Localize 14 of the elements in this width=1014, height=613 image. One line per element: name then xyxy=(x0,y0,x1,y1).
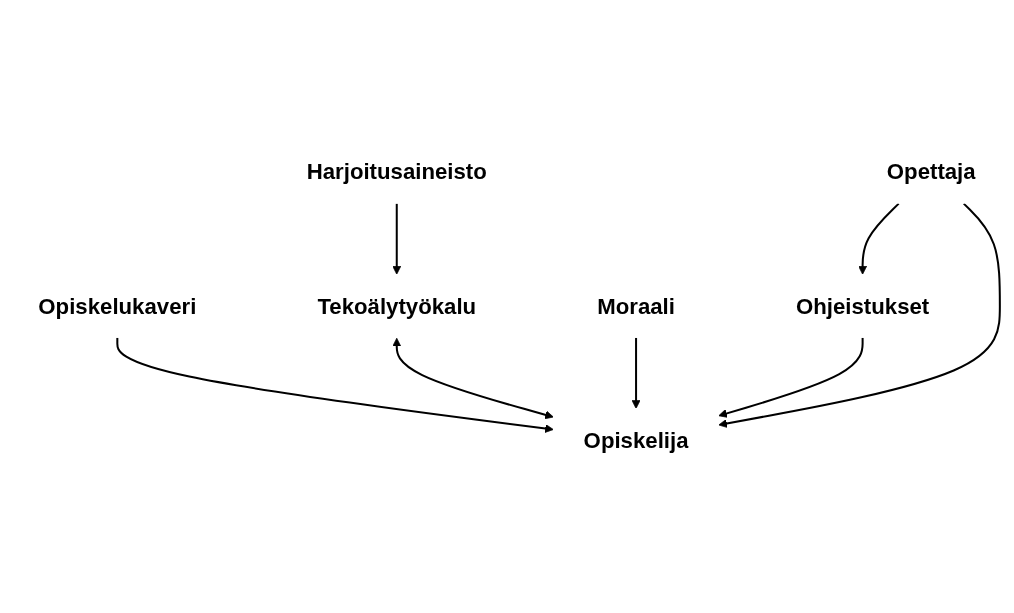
arrow xyxy=(718,338,864,419)
node-text: Opettaja xyxy=(886,159,976,185)
node-text: Opiskelukaveri xyxy=(38,293,197,320)
arrow xyxy=(858,203,900,276)
arrow xyxy=(718,203,1001,429)
node-text: Moraali xyxy=(597,293,675,320)
node-text: Ohjeistukset xyxy=(796,293,930,320)
node-text: Tekoälytyökalu xyxy=(317,293,477,320)
arrow xyxy=(392,338,554,420)
node-text: Opiskelija xyxy=(583,428,689,454)
arrow xyxy=(116,338,554,434)
arrow xyxy=(631,338,641,410)
arrow xyxy=(392,204,402,276)
node-text: Harjoitusaineisto xyxy=(306,159,487,185)
